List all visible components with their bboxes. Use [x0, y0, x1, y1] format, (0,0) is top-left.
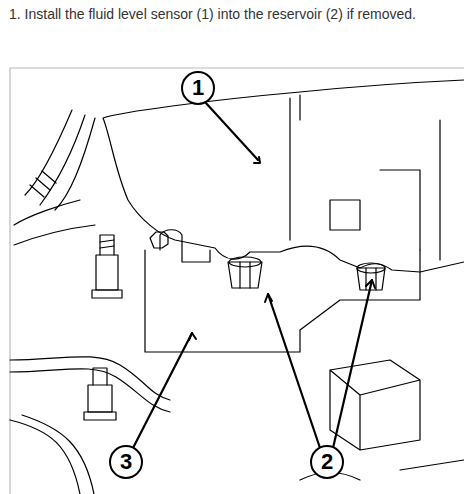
callout-number: 1: [183, 73, 213, 103]
reservoir-rib: [290, 95, 360, 240]
bolt-head: [150, 232, 168, 248]
instruction-text: 1. Install the fluid level sensor (1) in…: [9, 6, 416, 22]
retaining-nut: [228, 257, 262, 288]
frame: [10, 68, 464, 494]
brake-line: [10, 357, 170, 412]
brake-line: [10, 415, 94, 494]
wire: [14, 200, 95, 245]
hose: [25, 110, 95, 210]
callout-circle: [110, 72, 343, 478]
reservoir: [103, 80, 464, 272]
reservoir-rib: [380, 120, 440, 260]
callout-number: 3: [111, 447, 141, 477]
connector: [30, 171, 56, 197]
leader-line: [133, 102, 375, 448]
stud: [92, 235, 122, 298]
stud: [84, 368, 116, 420]
callout-number: 2: [312, 447, 342, 477]
